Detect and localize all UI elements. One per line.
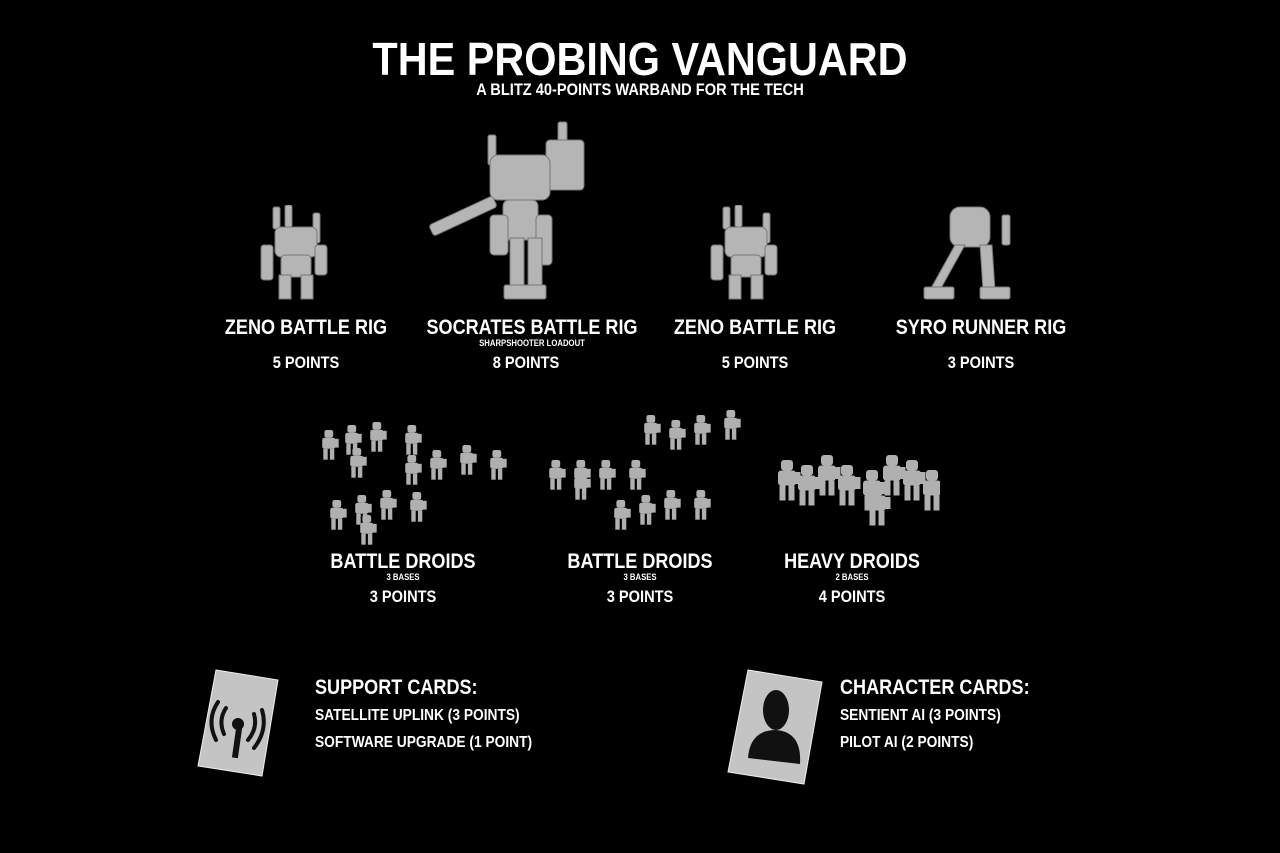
droid-figure: [405, 455, 422, 485]
page-title: THE PROBING VANGUARD: [372, 33, 908, 85]
squad-bases: 3 BASES: [386, 572, 420, 582]
droid-figure: [599, 460, 616, 490]
droid-figure: [903, 460, 926, 501]
rig-points: 3 POINTS: [947, 353, 1015, 372]
rig-points: 8 POINTS: [492, 353, 560, 372]
droid-figure: [694, 415, 711, 445]
support-card-item: SOFTWARE UPGRADE (1 POINT): [315, 734, 533, 751]
droid-figure: [818, 455, 841, 496]
droid-figure: [838, 465, 861, 506]
droid-figure: [639, 495, 656, 525]
squad-name: BATTLE DROIDS: [330, 550, 476, 573]
squad-bases: 2 BASES: [835, 572, 869, 582]
droid-figure: [629, 460, 646, 490]
rig-name: ZENO BATTLE RIG: [673, 316, 837, 339]
zeno-battle-rig-miniature: [705, 205, 785, 305]
rig-name: SOCRATES BATTLE RIG: [426, 316, 638, 339]
droid-figure: [370, 422, 387, 452]
droid-figure: [350, 448, 367, 478]
droid-figure: [430, 450, 447, 480]
droid-figure: [330, 500, 347, 530]
droid-figure: [360, 515, 377, 545]
droid-figure: [644, 415, 661, 445]
squad-points: 4 POINTS: [818, 587, 886, 606]
syro-runner-rig-miniature: [920, 205, 1030, 305]
page-subtitle: A BLITZ 40-POINTS WARBAND FOR THE TECH: [476, 80, 804, 99]
squad-bases: 3 BASES: [623, 572, 657, 582]
battle-droids-miniatures: [318, 420, 508, 545]
droid-figure: [724, 410, 741, 440]
support-card-item: SATELLITE UPLINK (3 POINTS): [315, 707, 520, 724]
rig-name: SYRO RUNNER RIG: [895, 316, 1067, 339]
character-card-item: PILOT AI (2 POINTS): [840, 734, 974, 751]
squad-points: 3 POINTS: [606, 587, 674, 606]
droid-figure: [614, 500, 631, 530]
squad-name: BATTLE DROIDS: [567, 550, 713, 573]
droid-figure: [490, 450, 507, 480]
droid-figure: [669, 420, 686, 450]
heavy-droids-miniatures: [770, 455, 940, 535]
droid-figure: [574, 470, 591, 500]
character-cards-heading: CHARACTER CARDS:: [840, 676, 1030, 699]
rig-loadout: SHARPSHOOTER LOADOUT: [479, 338, 585, 348]
droid-figure: [380, 490, 397, 520]
person-silhouette-icon: [726, 668, 824, 791]
socrates-battle-rig-miniature: [428, 120, 598, 305]
rig-points: 5 POINTS: [272, 353, 340, 372]
character-card-item: SENTIENT AI (3 POINTS): [840, 707, 1001, 724]
zeno-battle-rig-miniature: [255, 205, 335, 305]
droid-figure: [798, 465, 821, 506]
signal-antenna-icon: [196, 668, 282, 783]
droid-figure: [868, 485, 891, 526]
squad-name: HEAVY DROIDS: [784, 550, 920, 573]
droid-figure: [460, 445, 477, 475]
droid-figure: [549, 460, 566, 490]
droid-figure: [778, 460, 801, 501]
droid-figure: [883, 455, 906, 496]
battle-droids-miniatures: [542, 410, 742, 540]
droid-figure: [322, 430, 339, 460]
droid-figure: [664, 490, 681, 520]
droid-figure: [923, 470, 940, 511]
droid-figure: [410, 492, 427, 522]
squad-points: 3 POINTS: [369, 587, 437, 606]
rig-name: ZENO BATTLE RIG: [224, 316, 388, 339]
droid-figure: [405, 425, 422, 455]
support-cards-heading: SUPPORT CARDS:: [315, 676, 478, 699]
rig-points: 5 POINTS: [721, 353, 789, 372]
droid-figure: [694, 490, 711, 520]
